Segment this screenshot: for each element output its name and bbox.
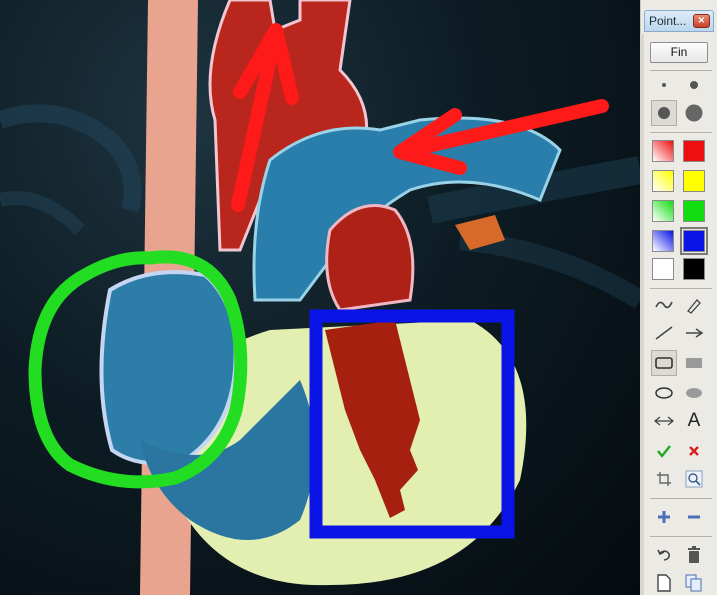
large-dot-icon[interactable] [651, 100, 677, 126]
fin-button[interactable]: Fin [650, 42, 708, 63]
divider [650, 536, 712, 537]
zoom-icon[interactable] [681, 466, 707, 492]
freehand-icon[interactable] [651, 292, 677, 318]
small-dot-icon[interactable] [651, 72, 677, 98]
palette-title: Point... [649, 14, 686, 28]
color-swatch-red[interactable] [683, 140, 705, 162]
text-tool-icon[interactable]: A [681, 408, 707, 434]
divider [650, 132, 712, 133]
crop-icon[interactable] [651, 466, 677, 492]
new-page-icon[interactable] [651, 570, 677, 595]
copy-page-icon[interactable] [681, 570, 707, 595]
drawing-canvas[interactable] [0, 0, 640, 595]
rectangle-outline-icon[interactable] [651, 350, 677, 376]
pencil-icon[interactable] [681, 292, 707, 318]
cross-icon[interactable] [681, 438, 707, 464]
medium-dot-icon[interactable] [681, 72, 707, 98]
color-swatch-black[interactable] [683, 258, 705, 280]
plus-icon[interactable] [651, 504, 677, 530]
palette-titlebar[interactable]: Point... × [644, 10, 714, 32]
xlarge-dot-icon[interactable] [681, 100, 707, 126]
color-swatch-yellow[interactable] [683, 170, 705, 192]
minus-icon[interactable] [681, 504, 707, 530]
color-swatch-white[interactable] [652, 258, 674, 280]
divider [650, 288, 712, 289]
trash-icon[interactable] [681, 542, 707, 568]
line-icon[interactable] [651, 320, 677, 346]
palette-scrollbar[interactable] [640, 34, 644, 595]
color-swatch-green[interactable] [683, 200, 705, 222]
ellipse-outline-icon[interactable] [651, 380, 677, 406]
color-swatch-blue[interactable] [683, 230, 705, 252]
left-atrium [327, 206, 413, 311]
color-swatch-yellow-soft[interactable] [652, 170, 674, 192]
close-icon[interactable]: × [693, 14, 710, 28]
arrow-icon[interactable] [681, 320, 707, 346]
color-swatch-green-soft[interactable] [652, 200, 674, 222]
color-swatch-blue-soft[interactable] [652, 230, 674, 252]
rectangle-filled-icon[interactable] [681, 350, 707, 376]
divider [650, 70, 712, 71]
check-icon[interactable] [651, 438, 677, 464]
ellipse-filled-icon[interactable] [681, 380, 707, 406]
color-swatch-red-soft[interactable] [652, 140, 674, 162]
divider [650, 498, 712, 499]
heart-illustration [0, 0, 640, 595]
undo-icon[interactable] [651, 542, 677, 568]
double-arrow-icon[interactable] [651, 408, 677, 434]
